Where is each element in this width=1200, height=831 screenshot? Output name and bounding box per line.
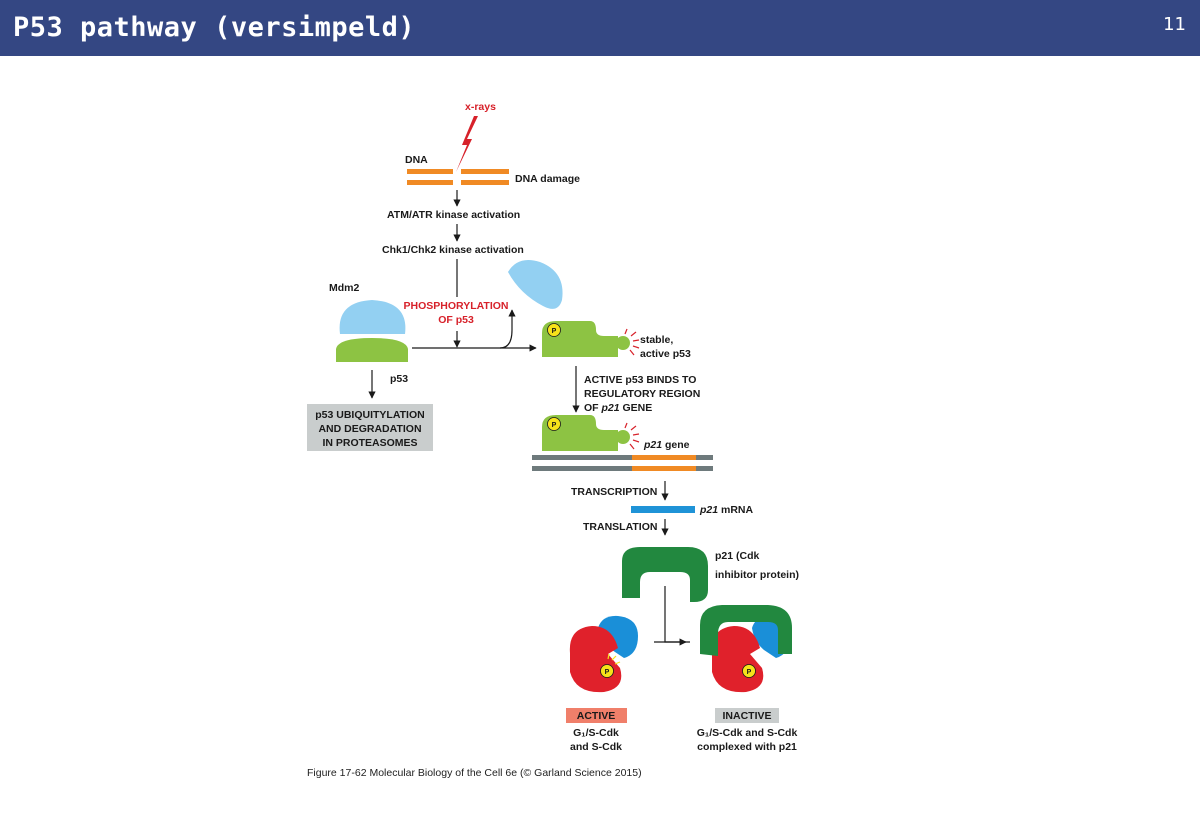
mdm2-protein-shape bbox=[339, 300, 406, 334]
slide-title: P53 pathway (versimpeld) bbox=[13, 12, 416, 43]
p21-gene-label: p21 gene bbox=[643, 439, 690, 451]
binds-line3: OF p21 GENE bbox=[584, 402, 652, 414]
p21-protein-shape bbox=[622, 547, 708, 602]
inactive-badge-label: INACTIVE bbox=[722, 710, 771, 722]
svg-text:P: P bbox=[552, 422, 557, 429]
chk-label: Chk1/Chk2 kinase activation bbox=[382, 244, 524, 256]
inactive-desc-line2: complexed with p21 bbox=[697, 741, 797, 753]
phosphorylation-line2: OF p53 bbox=[438, 314, 474, 326]
slide-header: P53 pathway (versimpeld) 11 bbox=[0, 0, 1200, 56]
binds-line2: REGULATORY REGION bbox=[584, 388, 700, 400]
degradation-line2: AND DEGRADATION bbox=[318, 423, 421, 435]
p53-protein-shape bbox=[336, 338, 408, 362]
p53-label: p53 bbox=[390, 373, 408, 385]
degradation-line1: p53 UBIQUITYLATION bbox=[315, 409, 424, 421]
dna-strands bbox=[407, 169, 509, 185]
xrays-label: x-rays bbox=[465, 101, 496, 113]
bound-p53: P bbox=[542, 415, 640, 451]
mdm2-label: Mdm2 bbox=[329, 282, 359, 294]
svg-text:P: P bbox=[605, 669, 610, 676]
active-cdk-complex: P bbox=[569, 615, 638, 693]
mdm2-released-shape bbox=[508, 259, 563, 309]
active-p53: P bbox=[542, 321, 640, 357]
phosphate-icon bbox=[547, 323, 561, 337]
svg-text:P: P bbox=[747, 669, 752, 676]
degradation-line3: IN PROTEASOMES bbox=[322, 437, 417, 449]
phosphorylation-line1: PHOSPHORYLATION bbox=[403, 300, 508, 312]
p21-mrna bbox=[631, 506, 695, 513]
p21-protein-line1: p21 (Cdk bbox=[715, 550, 760, 562]
arrow-p21-binding bbox=[664, 586, 687, 646]
active-badge-label: ACTIVE bbox=[577, 710, 616, 722]
phosphate-label: P bbox=[552, 328, 557, 335]
inactive-cdk-complex: P bbox=[700, 605, 792, 693]
transcription-label: TRANSCRIPTION bbox=[571, 486, 657, 498]
stable-line2: active p53 bbox=[640, 348, 691, 360]
p21-protein-line2: inhibitor protein) bbox=[715, 569, 799, 581]
inactive-badge bbox=[715, 708, 779, 723]
degradation-box bbox=[307, 404, 433, 451]
active-desc-line1: G₁/S-Cdk bbox=[573, 727, 619, 739]
p21-mrna-label: p21 mRNA bbox=[699, 504, 754, 516]
p21-gene-dna bbox=[532, 455, 713, 471]
slide-number: 11 bbox=[1163, 14, 1186, 35]
active-badge bbox=[566, 708, 627, 723]
arrow-mdm2-release bbox=[499, 309, 516, 349]
xray-bolt-icon bbox=[456, 116, 478, 172]
active-desc-line2: and S-Cdk bbox=[570, 741, 622, 753]
atm-atr-label: ATM/ATR kinase activation bbox=[387, 209, 520, 221]
dna-damage-label: DNA damage bbox=[515, 173, 580, 185]
binds-line1: ACTIVE p53 BINDS TO bbox=[584, 374, 696, 386]
translation-label: TRANSLATION bbox=[583, 521, 657, 533]
stable-line1: stable, bbox=[640, 334, 673, 346]
figure-caption: Figure 17-62 Molecular Biology of the Ce… bbox=[307, 767, 642, 779]
inactive-desc-line1: G₁/S-Cdk and S-Cdk bbox=[697, 727, 798, 739]
dna-label: DNA bbox=[405, 154, 428, 166]
